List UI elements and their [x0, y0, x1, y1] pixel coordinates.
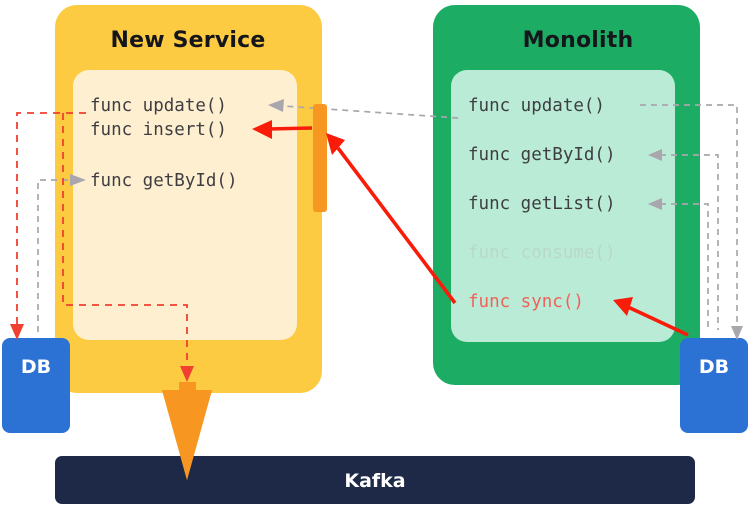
dashed-monolith-update-to-db: [640, 104, 738, 328]
db-left-box[interactable]: [2, 338, 70, 433]
arrowhead-write-to-db-left: [10, 324, 24, 340]
monolith-func-sync[interactable]: func sync(): [468, 292, 584, 312]
new-service-code-panel: [73, 70, 297, 340]
orange-arrow-head: [162, 390, 212, 480]
new-service-func-getbyid[interactable]: func getById(): [90, 171, 238, 191]
monolith-title: Monolith: [523, 28, 634, 53]
monolith-func-getlist[interactable]: func getList(): [468, 194, 616, 214]
orange-connector-bar: [313, 104, 327, 212]
new-service-func-insert[interactable]: func insert(): [90, 120, 227, 140]
dashed-db-to-monolith-getlist: [660, 203, 709, 330]
db-right-box[interactable]: [680, 338, 748, 433]
arrowhead-sync-to-bar: [326, 133, 345, 155]
red-arrow-bar-to-insert: [267, 126, 313, 131]
arrowhead-db-right-to-sync: [613, 297, 633, 316]
monolith-code-panel: [451, 70, 675, 342]
db-left-label: DB: [21, 356, 51, 378]
new-service-func-update[interactable]: func update(): [90, 96, 227, 116]
db-right-label: DB: [699, 356, 729, 378]
dashed-db-to-monolith-getbyid: [660, 154, 719, 330]
new-service-title: New Service: [111, 28, 266, 53]
arrowhead-db-to-monolith-getlist: [648, 198, 662, 210]
dashed-outbox-path: [62, 113, 188, 368]
red-arrow-db-right-to-sync: [627, 305, 689, 337]
monolith-func-update[interactable]: func update(): [468, 96, 605, 116]
kafka-label: Kafka: [344, 470, 405, 492]
arrowhead-db-to-monolith-getbyid: [648, 149, 662, 161]
dashed-write-to-db-left: [16, 112, 86, 326]
arrowhead-monolith-to-new-service-update: [268, 99, 284, 112]
monolith-func-consume[interactable]: func consume(): [468, 243, 616, 263]
red-arrow-sync-to-bar: [336, 146, 457, 305]
arrowhead-monolith-update-to-db: [731, 326, 743, 340]
dashed-monolith-to-new-service-update: [282, 105, 459, 119]
arrowhead-db-left-to-getbyid: [70, 174, 86, 186]
monolith-func-getbyid[interactable]: func getById(): [468, 145, 616, 165]
arrowhead-bar-to-insert: [252, 120, 272, 139]
kafka-bar[interactable]: [55, 456, 695, 504]
arrowhead-outbox-path: [180, 366, 194, 382]
